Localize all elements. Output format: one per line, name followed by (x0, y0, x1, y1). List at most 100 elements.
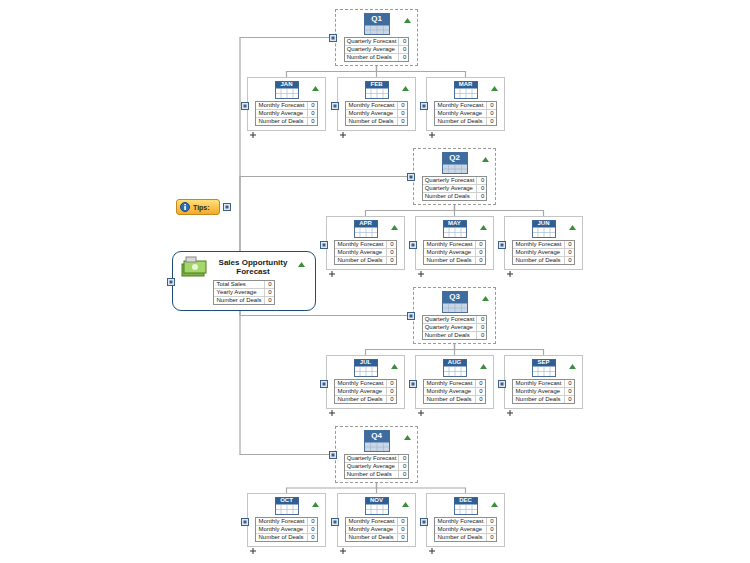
collapse-arrow (391, 364, 398, 369)
calendar-label: MAY (443, 220, 467, 227)
property-name: Monthly Average (424, 249, 474, 257)
collapse-arrow (569, 364, 576, 369)
property-name: Monthly Forecast (424, 380, 474, 388)
calendar-label: JUN (532, 220, 556, 227)
property-name: Monthly Forecast (256, 518, 306, 526)
topic-header: JUL (331, 359, 400, 377)
property-value: 0 (564, 380, 574, 388)
topic-header: AUG (420, 359, 489, 377)
link-marker (409, 241, 417, 249)
property-table: Monthly Forecast0Monthly Average0Number … (512, 240, 574, 265)
property-name: Monthly Forecast (346, 102, 396, 110)
property-value: 0 (398, 38, 408, 46)
calendar-icon: APR (354, 220, 378, 238)
calendar-icon: JUN (532, 220, 556, 238)
link-marker (241, 518, 249, 526)
property-name: Number of Deals (423, 332, 477, 339)
topic-header: APR (331, 220, 400, 238)
property-value: 0 (564, 388, 574, 396)
calendar-icon: SEP (532, 359, 556, 377)
collapse-arrow (480, 364, 487, 369)
quarter-topic: Q1Quarterly Forecast0Quarterly Average0N… (335, 9, 418, 66)
property-table: Quarterly Forecast0Quarterly Average0Num… (422, 176, 488, 201)
property-name: Monthly Average (256, 110, 306, 118)
property-name: Number of Deals (423, 193, 477, 200)
expand-plus (418, 410, 424, 416)
branch-connector (287, 66, 377, 77)
topic-title: Sales Opportunity Forecast (213, 258, 293, 276)
link-marker (498, 380, 506, 388)
property-table: Monthly Forecast0Monthly Average0Number … (434, 517, 496, 542)
property-table: Quarterly Forecast0Quarterly Average0Num… (422, 315, 488, 340)
property-name: Number of Deals (345, 471, 399, 478)
property-value: 0 (486, 102, 496, 110)
property-table: Monthly Forecast0Monthly Average0Number … (334, 240, 396, 265)
property-value: 0 (476, 324, 486, 332)
link-marker (409, 380, 417, 388)
property-table: Monthly Forecast0Monthly Average0Number … (434, 101, 496, 126)
expand-plus (507, 410, 513, 416)
expand-plus (329, 271, 335, 277)
property-name: Monthly Forecast (513, 241, 563, 249)
property-name: Yearly Average (214, 289, 263, 297)
branch-connector (366, 344, 455, 355)
property-name: Quarterly Forecast (345, 455, 399, 463)
topic-header: NOV (342, 497, 411, 515)
branch-connector (240, 311, 335, 455)
branch-connector (377, 483, 466, 493)
topic-header: DEC (431, 497, 500, 515)
expand-plus (250, 548, 256, 554)
calendar-icon: MAY (443, 220, 467, 238)
property-name: Number of Deals (435, 118, 485, 125)
month-topic: AUGMonthly Forecast0Monthly Average0Numb… (415, 355, 494, 409)
link-marker (407, 312, 415, 320)
collapse-arrow (298, 262, 305, 267)
central-topic: Sales Opportunity ForecastTotal Sales0Ye… (172, 251, 316, 311)
property-name: Number of Deals (435, 534, 485, 541)
property-value: 0 (398, 46, 408, 54)
property-name: Number of Deals (256, 534, 306, 541)
property-value: 0 (397, 110, 407, 118)
collapse-arrow (482, 157, 489, 162)
callout-text: Tips: (193, 203, 210, 212)
calendar-label: Q2 (442, 152, 468, 164)
property-table: Quarterly Forecast0Quarterly Average0Num… (344, 454, 410, 479)
topic-header: Q1 (341, 13, 412, 35)
property-value: 0 (486, 518, 496, 526)
property-name: Total Sales (214, 281, 263, 289)
property-name: Number of Deals (335, 396, 385, 403)
property-table: Quarterly Forecast0Quarterly Average0Num… (344, 37, 410, 62)
property-value: 0 (475, 388, 485, 396)
property-value: 0 (386, 380, 396, 388)
property-name: Number of Deals (513, 396, 563, 403)
property-name: Monthly Forecast (424, 241, 474, 249)
property-name: Number of Deals (346, 534, 396, 541)
expand-plus (340, 132, 346, 138)
expand-plus (429, 548, 435, 554)
topic-header: JUN (509, 220, 578, 238)
property-name: Monthly Average (256, 526, 306, 534)
expand-plus (429, 132, 435, 138)
collapse-arrow (391, 225, 398, 230)
calendar-label: MAR (454, 81, 478, 88)
property-table: Total Sales0Yearly Average0Number of Dea… (213, 280, 274, 305)
branch-connector (240, 311, 413, 316)
property-value: 0 (475, 241, 485, 249)
topic-header: MAR (431, 81, 500, 99)
topic-header: Sales Opportunity Forecast (181, 256, 307, 278)
calendar-icon: DEC (454, 497, 478, 515)
calendar-icon: JAN (275, 81, 299, 99)
collapse-arrow (569, 225, 576, 230)
property-table: Monthly Forecast0Monthly Average0Number … (423, 240, 485, 265)
quarter-topic: Q4Quarterly Forecast0Quarterly Average0N… (335, 426, 418, 483)
property-value: 0 (476, 332, 486, 339)
link-marker (407, 173, 415, 181)
property-name: Quarterly Average (423, 185, 477, 193)
property-value: 0 (476, 185, 486, 193)
property-name: Quarterly Average (423, 324, 477, 332)
property-value: 0 (397, 518, 407, 526)
calendar-icon: OCT (275, 497, 299, 515)
property-value: 0 (476, 316, 486, 324)
link-marker (420, 518, 428, 526)
